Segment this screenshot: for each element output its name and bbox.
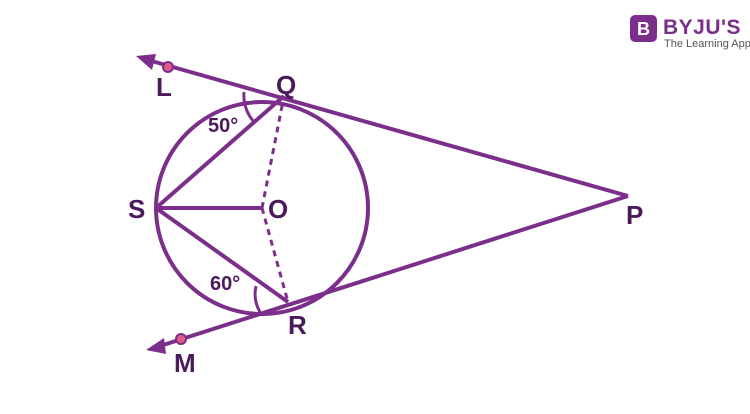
- tangent-line-MP: [159, 194, 629, 348]
- dashed-radius-OR: [260, 207, 290, 303]
- arrowhead-M: [146, 338, 166, 354]
- label-L: L: [156, 72, 172, 102]
- logo-badge: [630, 15, 657, 42]
- tangent-line-LP: [147, 58, 629, 198]
- angle-arc-R: [253, 285, 262, 313]
- point-M: [175, 333, 187, 345]
- chord-SR: [154, 206, 290, 304]
- angle-arc-Q: [242, 91, 256, 123]
- logo-name: BYJU'S: [663, 16, 741, 39]
- angle-label-Q: 50°: [208, 115, 238, 137]
- logo-badge-letter: B: [637, 19, 650, 39]
- dashed-radius-OQ: [260, 95, 286, 209]
- point-L: [162, 61, 174, 73]
- label-O: O: [268, 194, 288, 224]
- byjus-logo: B BYJU'S The Learning App: [630, 15, 750, 50]
- label-S: S: [128, 194, 145, 224]
- label-P: P: [626, 200, 643, 230]
- arrowhead-L: [136, 54, 156, 70]
- label-Q: Q: [276, 70, 296, 100]
- angle-label-R: 60°: [210, 273, 240, 295]
- label-R: R: [288, 310, 307, 340]
- logo-tagline: The Learning App: [664, 38, 750, 50]
- label-M: M: [174, 348, 196, 378]
- chord-SQ: [154, 94, 286, 210]
